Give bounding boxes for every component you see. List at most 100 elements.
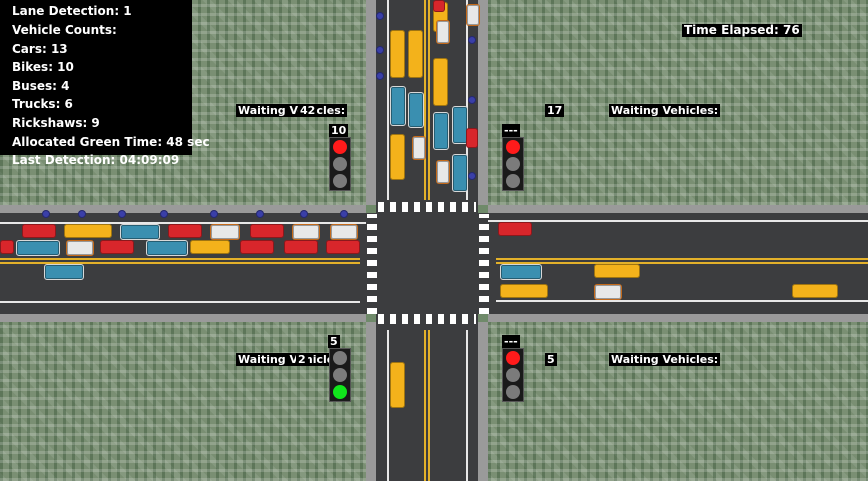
cars-count: Cars: 13	[12, 42, 68, 56]
traffic-light-ne	[502, 137, 524, 191]
signal-timer-se: ---	[502, 335, 520, 348]
green-lamp-icon	[506, 174, 520, 188]
bike	[468, 36, 476, 44]
waiting-count-sw: 2	[296, 353, 308, 366]
rickshaw	[210, 224, 240, 240]
truck	[452, 154, 468, 192]
center-line	[496, 258, 868, 260]
bike	[468, 96, 476, 104]
center-line	[496, 262, 868, 264]
lane-line	[488, 220, 868, 222]
waiting-vehicles-label-nw: Waiting Vehicles:	[236, 104, 348, 117]
lane-line	[496, 300, 868, 302]
green-lamp-icon	[333, 174, 347, 188]
center-line	[424, 0, 426, 200]
car	[433, 0, 445, 12]
sidewalk-n-left	[366, 0, 376, 205]
bus	[792, 284, 838, 298]
waiting-count-se: 5	[545, 353, 557, 366]
car	[22, 224, 56, 238]
waiting-vehicles-label-se: Waiting Vehicles:	[609, 353, 721, 366]
red-lamp-icon	[333, 351, 347, 365]
truck	[452, 106, 468, 144]
waiting-vehicles-label-sw: Waiting Vehicles:	[236, 353, 348, 366]
bus	[390, 30, 405, 78]
crosswalk-north	[378, 202, 476, 212]
traffic-light-se	[502, 348, 524, 402]
vehicle-counts-title: Vehicle Counts:	[12, 23, 117, 37]
allocated-green-time: Allocated Green Time: 48 sec	[12, 135, 210, 149]
bus	[390, 362, 405, 408]
bike	[160, 210, 168, 218]
red-lamp-icon	[506, 351, 520, 365]
bus	[64, 224, 112, 238]
last-detection-time: Last Detection: 04:09:09	[12, 153, 180, 167]
rickshaw	[412, 136, 426, 160]
bike	[210, 210, 218, 218]
sidewalk-w-top	[0, 205, 366, 213]
grass-block-ne	[488, 0, 868, 205]
rickshaw	[436, 20, 450, 44]
truck	[390, 86, 406, 126]
rickshaw	[330, 224, 358, 240]
bike	[78, 210, 86, 218]
car	[284, 240, 318, 254]
sidewalk-s-right	[478, 322, 488, 481]
sidewalk-w-bottom	[0, 314, 366, 322]
center-line	[0, 258, 360, 260]
bike	[300, 210, 308, 218]
car	[466, 128, 478, 148]
bike	[118, 210, 126, 218]
signal-timer-nw: 10	[329, 124, 349, 137]
bike	[468, 172, 476, 180]
sidewalk-n-right	[478, 0, 488, 205]
bike	[256, 210, 264, 218]
car	[326, 240, 360, 254]
vehicle-info-panel	[0, 0, 192, 155]
car	[100, 240, 134, 254]
bikes-count: Bikes: 10	[12, 60, 74, 74]
lane-line	[0, 301, 360, 303]
car	[0, 240, 14, 254]
lane-line	[0, 222, 366, 224]
yellow-lamp-icon	[506, 157, 520, 171]
bike	[42, 210, 50, 218]
bus	[408, 30, 423, 78]
lane-detection-text: Lane Detection: 1	[12, 4, 132, 18]
yellow-lamp-icon	[333, 157, 347, 171]
car	[240, 240, 274, 254]
buses-count: Buses: 4	[12, 79, 70, 93]
signal-timer-sw: 5	[328, 335, 340, 348]
bike	[376, 72, 384, 80]
lane-line	[387, 330, 389, 481]
truck	[16, 240, 60, 256]
sidewalk-e-bottom	[488, 314, 868, 322]
truck	[408, 92, 424, 128]
center-line	[424, 330, 426, 481]
truck	[44, 264, 84, 280]
center-line	[428, 0, 430, 200]
center-line	[0, 262, 360, 264]
bike	[376, 12, 384, 20]
yellow-lamp-icon	[506, 368, 520, 382]
crosswalk-east	[479, 214, 489, 314]
rickshaw	[594, 284, 622, 300]
yellow-lamp-icon	[333, 368, 347, 382]
truck	[433, 112, 449, 150]
rickshaw	[466, 4, 480, 26]
signal-timer-ne: ---	[502, 124, 520, 137]
crosswalk-west	[367, 214, 377, 314]
red-lamp-icon	[506, 140, 520, 154]
grass-block-se	[488, 322, 868, 481]
bus	[390, 134, 405, 180]
car	[168, 224, 202, 238]
green-lamp-icon	[506, 385, 520, 399]
sidewalk-e-top	[488, 205, 868, 213]
red-lamp-icon	[333, 140, 347, 154]
bus	[500, 284, 548, 298]
crosswalk-south	[378, 314, 476, 324]
truck	[146, 240, 188, 256]
bike	[340, 210, 348, 218]
trucks-count: Trucks: 6	[12, 97, 73, 111]
